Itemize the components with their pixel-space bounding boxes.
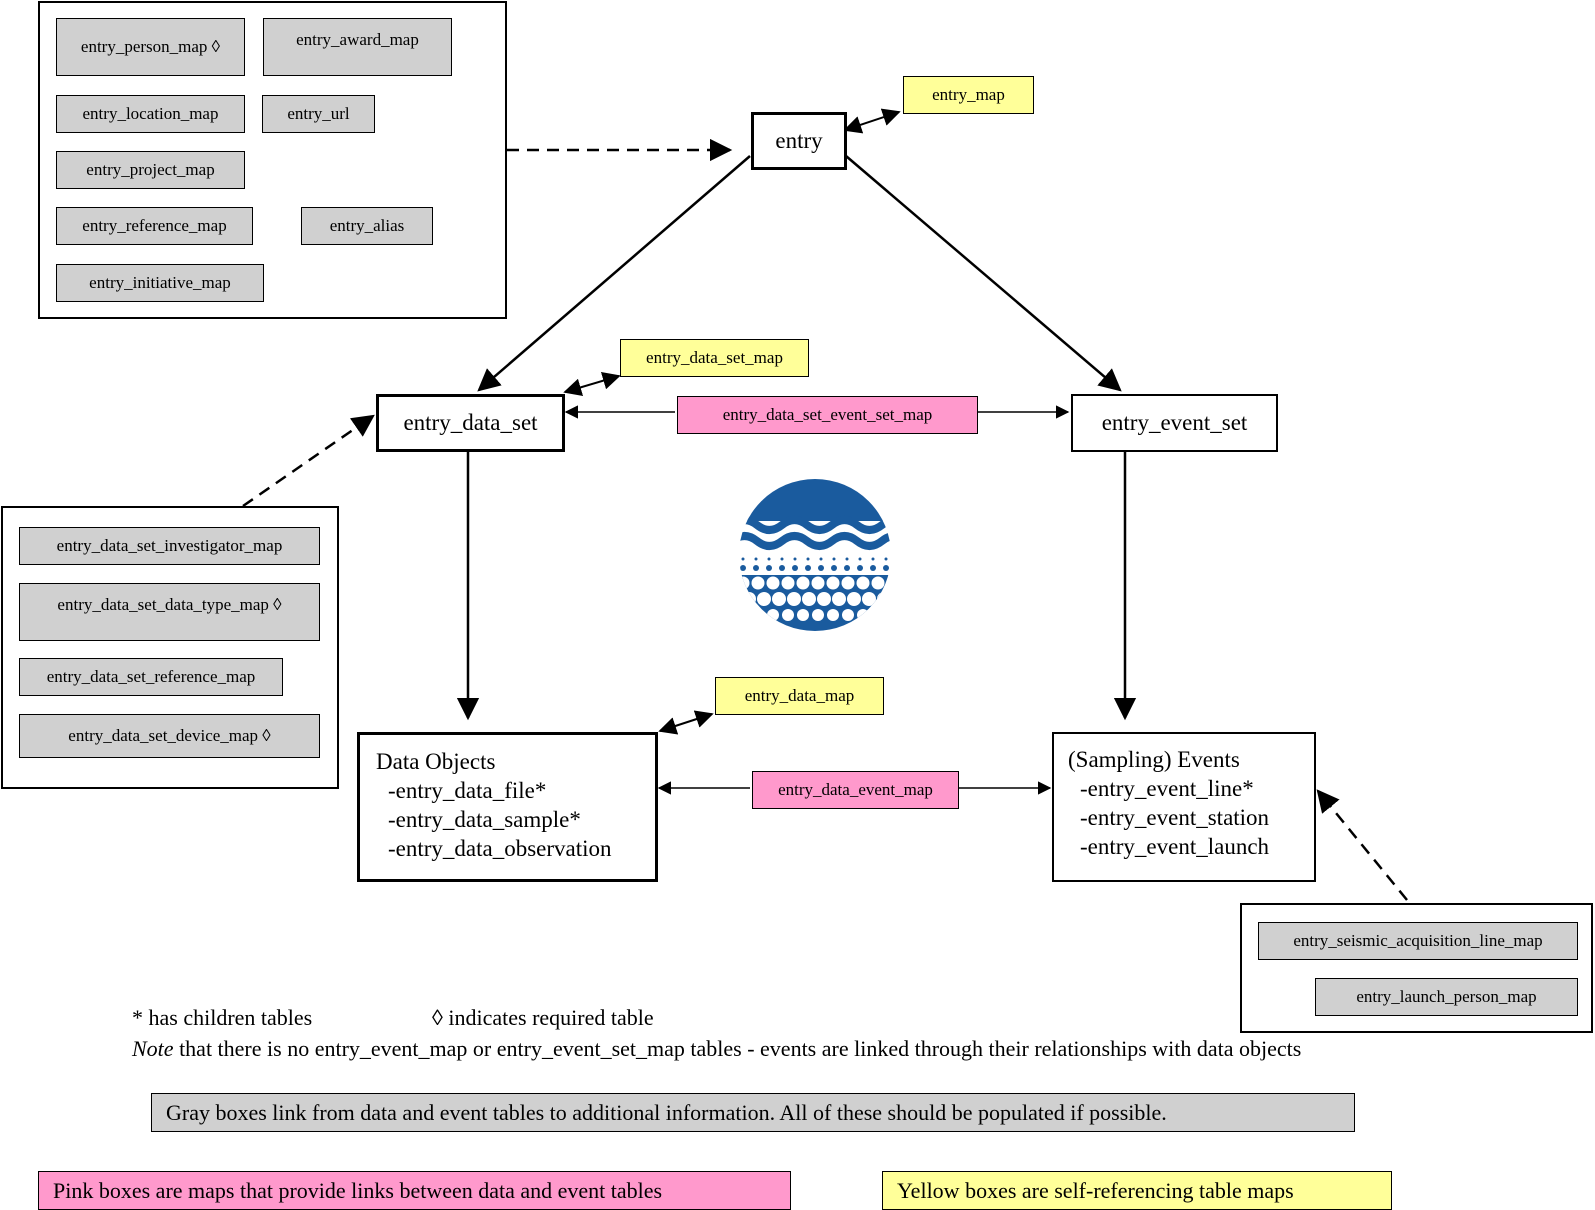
entry-award-map-box: entry_award_map [263, 18, 452, 76]
legend-pink: Pink boxes are maps that provide links b… [38, 1171, 791, 1210]
entry-reference-map-box: entry_reference_map [56, 207, 253, 245]
data-objects-item-sample: -entry_data_sample* [388, 807, 581, 832]
note-no-event-map: Note that there is no entry_event_map or… [132, 1036, 1301, 1062]
arrow-entry-entry-map [843, 108, 901, 134]
seismic-acquisition-line-map-box: entry_seismic_acquisition_line_map [1258, 922, 1578, 960]
events-node: (Sampling) Events -entry_event_line* -en… [1052, 732, 1316, 882]
data-objects-title: Data Objects [376, 749, 496, 774]
entry-project-map-box: entry_project_map [56, 151, 245, 189]
entry-data-set-node: entry_data_set [376, 394, 565, 452]
entry-alias-box: entry_alias [301, 207, 433, 245]
entry-data-event-map-box: entry_data_event_map [752, 771, 959, 809]
entry-initiative-map-box: entry_initiative_map [56, 264, 264, 302]
legend-gray: Gray boxes link from data and event tabl… [151, 1093, 1355, 1132]
note-required: ◊ indicates required table [432, 1005, 654, 1030]
entry-data-set-map-box: entry_data_set_map [620, 339, 809, 377]
entry-map-box: entry_map [903, 76, 1034, 114]
events-item-launch: -entry_event_launch [1080, 834, 1270, 859]
data-set-investigator-map-box: entry_data_set_investigator_map [19, 527, 320, 565]
data-objects-node: Data Objects -entry_data_file* -entry_da… [357, 732, 658, 882]
events-item-station: -entry_event_station [1080, 805, 1270, 830]
entry-location-map-box: entry_location_map [56, 95, 245, 133]
launch-person-map-box: entry_launch_person_map [1315, 978, 1578, 1016]
data-objects-item-observation: -entry_data_observation [388, 836, 612, 861]
arrow-group-to-data-set [242, 414, 375, 508]
note-children: * has children tables [132, 1005, 313, 1030]
data-objects-item-file: -entry_data_file* [388, 778, 547, 803]
note-label: Note [132, 1036, 174, 1061]
arrow-data-set-to-self-map [563, 371, 621, 397]
data-set-reference-map-box: entry_data_set_reference_map [19, 658, 283, 696]
entry-event-set-node: entry_event_set [1071, 394, 1278, 452]
entry-data-map-box: entry_data_map [715, 677, 884, 715]
data-set-device-map-box: entry_data_set_device_map ◊ [19, 714, 320, 758]
note-text: that there is no entry_event_map or entr… [173, 1036, 1302, 1061]
entry-url-box: entry_url [262, 95, 375, 133]
ocean-logo-icon [739, 479, 891, 631]
arrow-data-objects-to-data-map [658, 710, 714, 735]
entry-person-map-box: entry_person_map ◊ [56, 18, 245, 76]
entry-data-set-event-set-map-box: entry_data_set_event_set_map [677, 396, 978, 434]
data-set-data-type-map-box: entry_data_set_data_type_map ◊ [19, 583, 320, 641]
arrow-entry-to-event-set [845, 155, 1122, 392]
events-item-line: -entry_event_line* [1080, 776, 1254, 801]
entry-node: entry [751, 112, 847, 170]
legend-yellow: Yellow boxes are self-referencing table … [882, 1171, 1392, 1210]
arrow-event-group-to-events [1316, 789, 1408, 901]
arrow-entry-to-data-set [477, 155, 751, 392]
events-title: (Sampling) Events [1068, 747, 1240, 772]
